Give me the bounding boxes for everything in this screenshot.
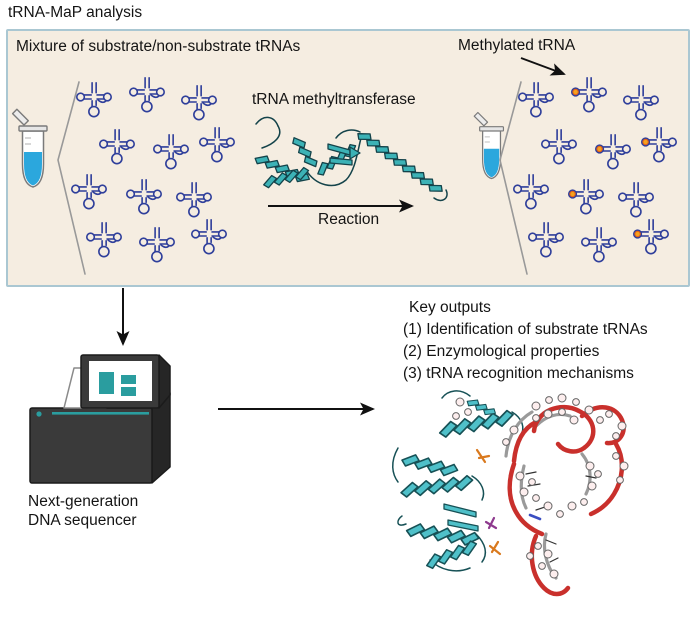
trna-icon (527, 221, 564, 258)
magnification-bracket (499, 81, 528, 275)
sequencer-illustration (29, 354, 171, 484)
nucleotide-circles (452, 393, 629, 579)
orange-residue-stick (475, 448, 491, 464)
methylated-trna-icon (642, 128, 676, 162)
trna-icon (138, 226, 175, 263)
down-arrow-icon (116, 288, 130, 346)
key-outputs: Key outputs (1) Identification of substr… (403, 297, 648, 385)
enzyme-label: tRNA methyltransferase (252, 91, 416, 108)
key-output-item: (1) Identification of substrate tRNAs (403, 321, 648, 338)
trna-icon (98, 128, 135, 165)
key-output-item: (3) tRNA recognition mechanisms (403, 365, 634, 382)
trna-icon (85, 221, 122, 258)
substrate-trna-panel (11, 76, 235, 275)
trna-icon (512, 173, 549, 210)
trna-icon (175, 181, 212, 218)
blue-residue-stick (528, 513, 542, 521)
methylated-trna-icon (569, 180, 603, 214)
trna-icon (152, 133, 189, 170)
methylated-trna-icon (634, 220, 668, 254)
tube-icon (11, 108, 48, 188)
magnification-bracket (57, 81, 86, 275)
methylated-trna-panel (473, 74, 694, 275)
sequencer-label: Next-generation DNA sequencer (28, 493, 139, 529)
sequencer-screen (89, 361, 152, 401)
key-outputs-heading: Key outputs (409, 299, 491, 316)
reaction-label: Reaction (318, 211, 380, 228)
tube-icon (473, 111, 505, 180)
trna-icon (190, 218, 227, 255)
reaction-box (6, 29, 690, 287)
trna-icon (75, 81, 112, 118)
key-output-item: (2) Enzymological properties (403, 343, 600, 360)
trna-icon (128, 76, 165, 113)
methylated-trna-label: Methylated tRNA (458, 37, 576, 54)
methylated-trna-pointer-arrow-icon (520, 57, 566, 76)
protein-trna-complex-illustration (392, 390, 629, 597)
trna-icon (622, 84, 659, 121)
trna-icon (70, 173, 107, 210)
trna-icon (540, 128, 577, 165)
sequencer-power-light (36, 411, 42, 417)
methylated-trna-icon (572, 78, 606, 112)
methylated-trna-icon (596, 135, 630, 169)
orange-residue-stick (488, 540, 502, 556)
right-arrow-icon (218, 402, 375, 416)
trna-icon (580, 226, 617, 263)
methyltransferase-ribbon-illustration (252, 116, 448, 202)
trna-icon (517, 81, 554, 118)
page-title: tRNA-MaP analysis (8, 4, 143, 21)
trna-icon (125, 178, 162, 215)
reaction-arrow-icon (268, 199, 414, 213)
purple-residue-stick (484, 516, 498, 530)
mixture-label: Mixture of substrate/non-substrate tRNAs (16, 38, 301, 55)
trna-icon (617, 181, 654, 218)
trna-icon (180, 84, 217, 121)
trna-icon (198, 126, 235, 163)
